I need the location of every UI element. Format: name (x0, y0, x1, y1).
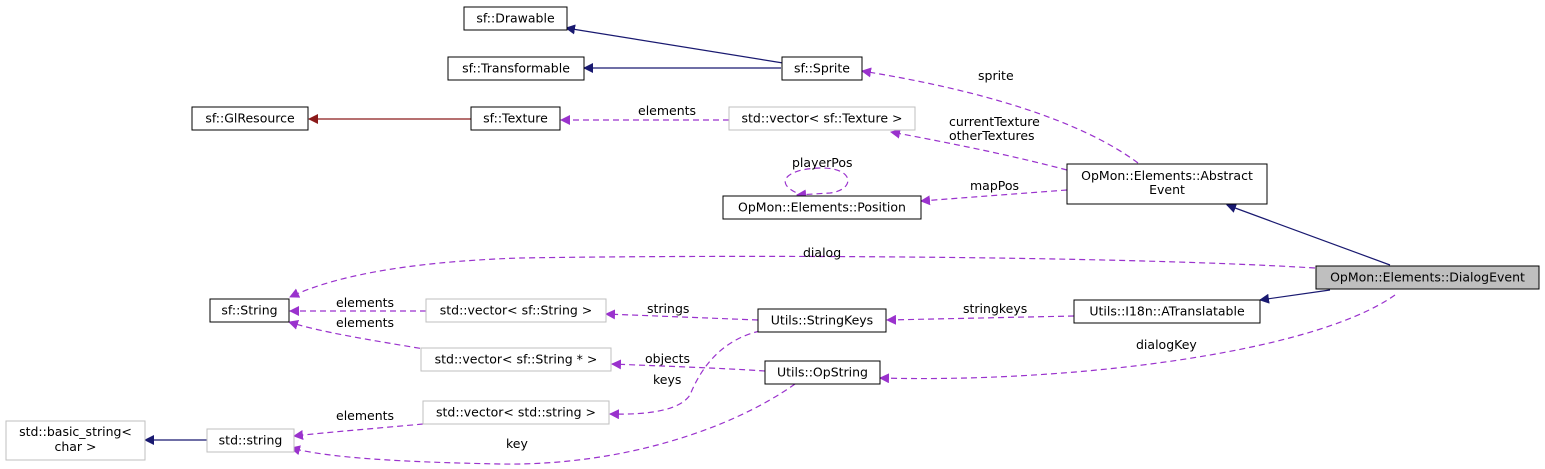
node-abstract-event-label-1: OpMon::Elements::Abstract (1081, 168, 1253, 183)
edge-label-strings: strings (647, 301, 689, 316)
edge-dialogevent-to-opstring (879, 294, 1396, 384)
edge-sprite-to-drawable (565, 24, 784, 64)
edge-label-dialog-key: dialogKey (1136, 337, 1197, 352)
edge-vectorsfstringptr-to-sfstring (288, 320, 431, 351)
node-opstring-label: Utils::OpString (777, 365, 868, 380)
node-std-basic-string-label-2: char > (54, 439, 96, 454)
node-sf-texture[interactable]: sf::Texture (470, 106, 561, 131)
edge-label-map-pos: mapPos (970, 178, 1019, 193)
node-std-vector-sf-texture[interactable]: std::vector< sf::Texture > (728, 106, 916, 131)
node-dialog-event-label: OpMon::Elements::DialogEvent (1330, 270, 1525, 285)
edge-label-objects: objects (645, 351, 690, 366)
edge-label-other-textures: otherTextures (949, 128, 1035, 143)
edge-label-key: key (506, 436, 528, 451)
node-string-keys[interactable]: Utils::StringKeys (757, 308, 887, 333)
node-std-vector-sf-string-label: std::vector< sf::String > (440, 303, 593, 318)
edge-opstring-to-stdstring (290, 383, 796, 465)
node-sf-string-label: sf::String (221, 303, 277, 318)
edge-label-elements-string-1: elements (336, 295, 394, 310)
node-std-vector-std-string[interactable]: std::vector< std::string > (422, 400, 610, 425)
node-std-vector-sf-texture-label: std::vector< sf::Texture > (742, 111, 903, 126)
nodes: sf::Drawable sf::Transformable sf::Sprit… (5, 6, 1540, 461)
node-std-vector-sf-string[interactable]: std::vector< sf::String > (425, 298, 607, 323)
node-atranslatable[interactable]: Utils::I18n::ATranslatable (1073, 299, 1261, 324)
edge-dialogevent-to-abstractevent (1226, 203, 1391, 266)
edge-label-stringkeys: stringkeys (963, 301, 1027, 316)
node-sf-string[interactable]: sf::String (209, 298, 290, 323)
edge-position-self-loop (784, 167, 849, 200)
edge-label-elements-string-2: elements (336, 315, 394, 330)
node-sf-texture-label: sf::Texture (483, 111, 548, 126)
node-sf-sprite[interactable]: sf::Sprite (781, 56, 863, 81)
node-sf-glresource[interactable]: sf::GlResource (191, 106, 309, 131)
edge-label-elements-std-string: elements (336, 408, 394, 423)
node-position-label: OpMon::Elements::Position (738, 200, 906, 215)
edge-vectorstdstring-to-stdstring (293, 423, 424, 440)
node-abstract-event-label-2: Event (1149, 182, 1185, 197)
edge-stringkeys-to-vectorsfstring (605, 309, 759, 321)
edge-label-elements-texture: elements (638, 103, 696, 118)
node-sf-drawable[interactable]: sf::Drawable (463, 6, 568, 31)
edge-label-player-pos: playerPos (792, 155, 853, 170)
edge-abstractevent-to-vectortexture (890, 128, 1068, 171)
edges (144, 24, 1396, 465)
edge-stringkeys-to-vectorstdstring (609, 330, 761, 420)
node-std-vector-sf-string-ptr-label: std::vector< sf::String * > (435, 352, 598, 367)
node-std-string-label: std::string (219, 433, 283, 448)
node-atranslatable-label: Utils::I18n::ATranslatable (1089, 304, 1245, 319)
edge-label-keys: keys (653, 372, 681, 387)
edge-abstractevent-to-position (920, 189, 1068, 206)
node-position[interactable]: OpMon::Elements::Position (722, 195, 922, 220)
edge-label-dialog: dialog (803, 245, 841, 260)
edge-label-current-texture: currentTexture (949, 114, 1040, 129)
node-dialog-event[interactable]: OpMon::Elements::DialogEvent (1315, 265, 1540, 290)
node-opstring[interactable]: Utils::OpString (764, 360, 881, 385)
node-sf-transformable-label: sf::Transformable (462, 61, 570, 76)
node-std-basic-string-label-1: std::basic_string< (19, 424, 132, 439)
edge-atranslatable-to-stringkeys (886, 314, 1075, 325)
node-std-vector-std-string-label: std::vector< std::string > (436, 405, 596, 420)
edge-labels: sprite elements currentTexture otherText… (336, 68, 1197, 451)
node-std-vector-sf-string-ptr[interactable]: std::vector< sf::String * > (420, 347, 612, 372)
node-string-keys-label: Utils::StringKeys (771, 313, 873, 328)
node-sf-drawable-label: sf::Drawable (476, 11, 555, 26)
edge-dialogevent-to-sfstring (289, 255, 1316, 298)
node-sf-transformable[interactable]: sf::Transformable (447, 56, 585, 81)
edge-dialogevent-to-atranslatable (1259, 289, 1331, 304)
node-abstract-event[interactable]: OpMon::Elements::Abstract Event (1066, 163, 1268, 205)
node-sf-sprite-label: sf::Sprite (794, 61, 850, 76)
node-sf-glresource-label: sf::GlResource (205, 111, 295, 126)
edge-label-sprite: sprite (978, 68, 1014, 83)
node-std-basic-string[interactable]: std::basic_string< char > (5, 420, 146, 461)
node-std-string[interactable]: std::string (206, 428, 295, 453)
edge-opstring-to-vectorsfstringptr (611, 359, 766, 372)
